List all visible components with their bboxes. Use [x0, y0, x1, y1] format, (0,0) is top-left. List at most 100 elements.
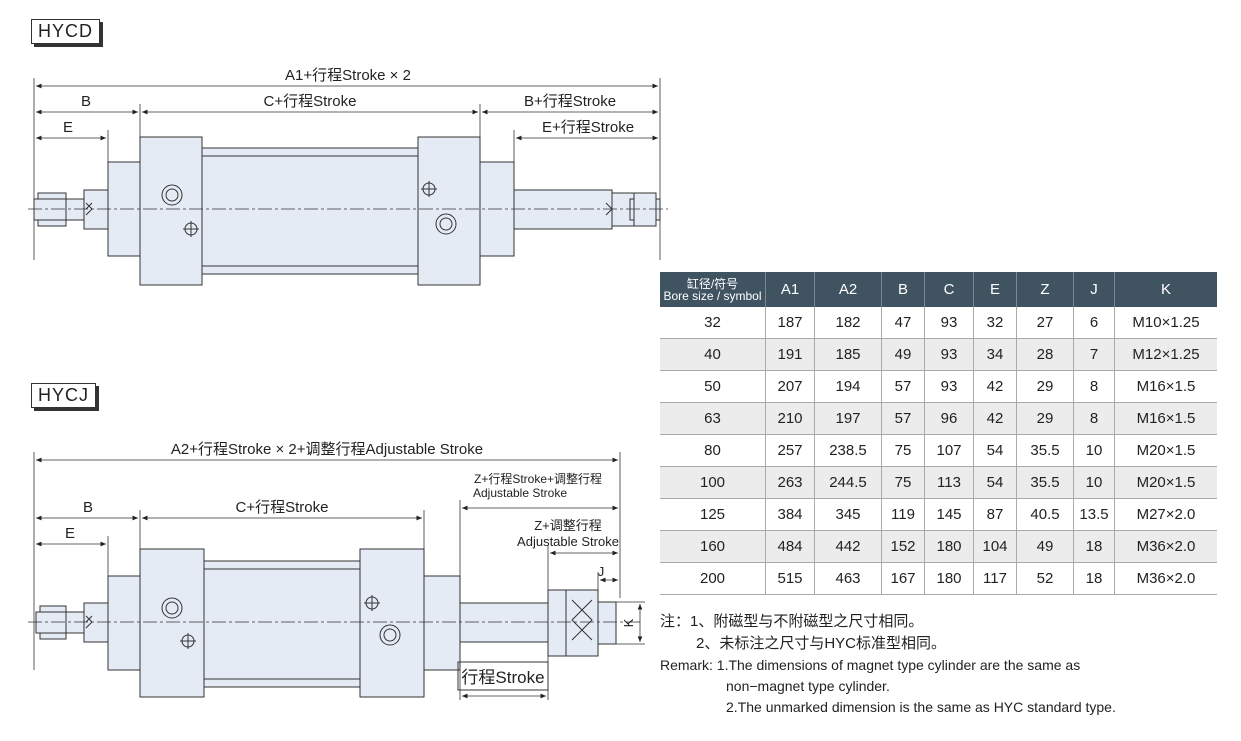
hycj-left-cap: [139, 548, 205, 698]
table-cell: M20×1.5: [1114, 466, 1217, 499]
note-cn-2: 2、未标注之尺寸与HYC标准型相同。: [696, 635, 947, 652]
dim-a1: A1+行程Stroke × 2: [285, 67, 411, 84]
hycd-dimensions: [33, 78, 661, 260]
right-cap: [417, 136, 481, 286]
table-cell: 63: [660, 402, 766, 435]
dim-k: K: [621, 618, 636, 627]
table-cell: 6: [1073, 307, 1115, 339]
table-cell: 484: [765, 530, 815, 563]
table-cell: 207: [765, 370, 815, 403]
table-cell: 180: [924, 530, 974, 563]
table-cell: 93: [924, 307, 974, 339]
note-en-1b: non−magnet type cylinder.: [726, 678, 890, 694]
dim-z-stroke-2: Adjustable Stroke: [473, 486, 567, 500]
dim-e-j: E: [65, 525, 75, 542]
table-cell: 345: [814, 498, 882, 531]
table-cell: 18: [1073, 530, 1115, 563]
dim-c-j: C+行程Stroke: [236, 499, 329, 516]
table-cell: 187: [765, 307, 815, 339]
table-cell: 52: [1016, 562, 1074, 595]
left-cap: [139, 136, 203, 286]
table-cell: 8: [1073, 402, 1115, 435]
dim-c: C+行程Stroke: [264, 93, 357, 110]
table-cell: 42: [973, 370, 1017, 403]
table-cell: 93: [924, 370, 974, 403]
hycj-barrel: [203, 560, 361, 688]
table-cell: 257: [765, 434, 815, 467]
header-col: K: [1114, 272, 1217, 307]
table-cell: 32: [973, 307, 1017, 339]
header-col: C: [924, 272, 974, 307]
table-cell: 40: [660, 338, 766, 371]
header-col: A2: [814, 272, 882, 307]
header-col: A1: [765, 272, 815, 307]
table-cell: 104: [973, 530, 1017, 563]
dimension-table: 缸径/符号 Bore size / symbol A1 A2 B C E Z J…: [660, 272, 1217, 595]
hycj-title: HYCJ: [31, 383, 97, 408]
header-col: Z: [1016, 272, 1074, 307]
table-cell: 27: [1016, 307, 1074, 339]
header-bore-en: Bore size / symbol: [663, 288, 762, 303]
table-cell: 50: [660, 370, 766, 403]
table-cell: 35.5: [1016, 466, 1074, 499]
table-cell: 113: [924, 466, 974, 499]
dim-j: J: [598, 564, 605, 579]
table-cell: 18: [1073, 562, 1115, 595]
table-cell: 119: [881, 498, 925, 531]
dim-b-j: B: [83, 499, 93, 516]
table-cell: 29: [1016, 402, 1074, 435]
table-cell: 515: [765, 562, 815, 595]
hycd-title: HYCD: [31, 19, 101, 44]
note-en-2: 2.The unmarked dimension is the same as …: [726, 699, 1116, 715]
table-cell: 75: [881, 466, 925, 499]
table-cell: 40.5: [1016, 498, 1074, 531]
table-cell: 185: [814, 338, 882, 371]
table-cell: 35.5: [1016, 434, 1074, 467]
table-cell: 32: [660, 307, 766, 339]
table-cell: M36×2.0: [1114, 530, 1217, 563]
hycd-ports: [85, 181, 613, 237]
header-bore-cn: 缸径/符号: [686, 276, 739, 291]
hycj-cylinder: [35, 548, 617, 698]
table-cell: 54: [973, 466, 1017, 499]
dim-b: B: [81, 93, 91, 110]
table-cell: 244.5: [814, 466, 882, 499]
table-header-row: 缸径/符号 Bore size / symbol A1 A2 B C E Z J…: [660, 272, 1217, 307]
table-cell: 42: [973, 402, 1017, 435]
table-cell: 80: [660, 434, 766, 467]
table-cell: 54: [973, 434, 1017, 467]
table-cell: 194: [814, 370, 882, 403]
header-bore: 缸径/符号 Bore size / symbol: [660, 272, 766, 307]
table-cell: 29: [1016, 370, 1074, 403]
dim-e: E: [63, 119, 73, 136]
table-cell: 93: [924, 338, 974, 371]
table-cell: 160: [660, 530, 766, 563]
table-cell: M36×2.0: [1114, 562, 1217, 595]
table-cell: M27×2.0: [1114, 498, 1217, 531]
table-cell: 34: [973, 338, 1017, 371]
hycj-ports: [85, 595, 593, 649]
note-cn-1: 注：1、附磁型与不附磁型之尺寸相同。: [660, 613, 924, 630]
header-col: E: [973, 272, 1017, 307]
hycd-cylinder: [33, 136, 661, 286]
table-cell: 191: [765, 338, 815, 371]
table-cell: 57: [881, 402, 925, 435]
table-cell: 10: [1073, 434, 1115, 467]
stroke-box-label: 行程Stroke: [461, 668, 544, 687]
header-col: B: [881, 272, 925, 307]
table-cell: M10×1.25: [1114, 307, 1217, 339]
hycj-rod: [459, 602, 549, 643]
table-cell: 238.5: [814, 434, 882, 467]
dim-a2: A2+行程Stroke × 2+调整行程Adjustable Stroke: [171, 441, 483, 458]
table-cell: 57: [881, 370, 925, 403]
header-col: J: [1073, 272, 1115, 307]
table-cell: 197: [814, 402, 882, 435]
